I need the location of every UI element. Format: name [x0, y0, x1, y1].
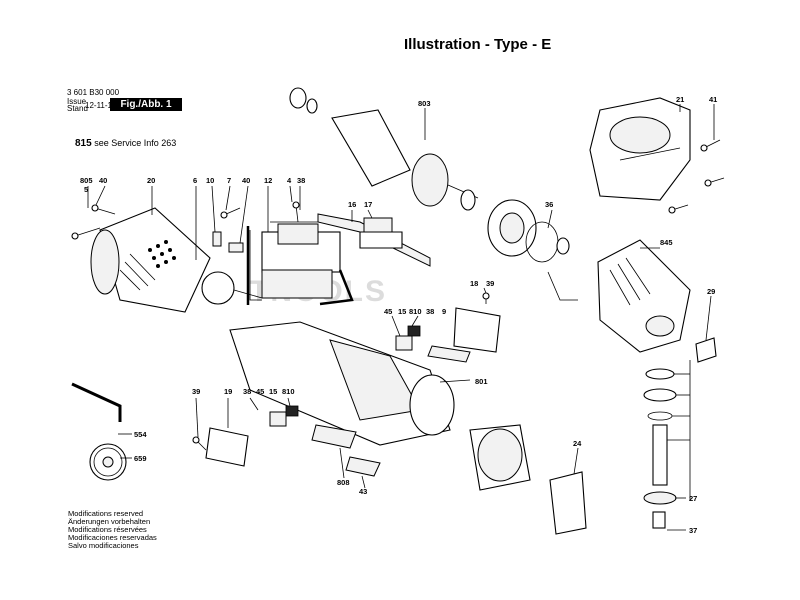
- rating-plate-part: [311, 424, 357, 449]
- screw-part: [192, 436, 207, 451]
- callout-label: 16: [348, 200, 356, 209]
- bearing-part: [201, 271, 263, 305]
- callout-label: 18: [470, 279, 478, 288]
- callout-label: 810: [409, 307, 422, 316]
- callout-label: 19: [224, 387, 232, 396]
- callout-label: 5: [84, 185, 88, 194]
- callout-label: 39: [486, 279, 494, 288]
- stand-label: Stand: [67, 104, 88, 113]
- callout-label: 7: [227, 176, 231, 185]
- callout-label: 801: [475, 377, 488, 386]
- callout-label: 38: [426, 307, 434, 316]
- mod-line: Änderungen vorbehalten: [68, 517, 151, 526]
- brush-cover-part: [453, 307, 501, 353]
- callout-label: 37: [689, 526, 697, 535]
- slide-switch-part: [317, 213, 431, 267]
- callout-label: 43: [359, 487, 367, 496]
- cover-part: [589, 97, 691, 201]
- carbon-brush-part: [285, 405, 299, 417]
- callout-label: 845: [660, 238, 673, 247]
- switch-module-part: [246, 221, 354, 306]
- callout-label: 9: [442, 307, 446, 316]
- pin-part: [212, 231, 222, 247]
- issue-date: 12-11-13: [85, 101, 117, 110]
- callout-label: 810: [282, 387, 295, 396]
- callout-label: 15: [269, 387, 277, 396]
- modifications-note: Modifications reserved Änderungen vorbeh…: [68, 510, 157, 550]
- screw-part: [482, 292, 490, 304]
- callout-label: 17: [364, 200, 372, 209]
- callout-label: 6: [193, 176, 197, 185]
- service-number: 815: [75, 138, 92, 149]
- mod-line: Salvo modificaciones: [68, 541, 139, 550]
- callout-label: 45: [256, 387, 264, 396]
- issue-label: Issue: [67, 97, 87, 106]
- accessory-disc-part: [89, 443, 127, 481]
- main-housing-part: [229, 321, 455, 446]
- screw-part: [668, 139, 725, 214]
- callout-label: 36: [545, 200, 553, 209]
- callout-label: 21: [676, 95, 684, 104]
- carbon-brush-part: [407, 325, 421, 337]
- callout-label: 27: [689, 494, 697, 503]
- brush-cover-part: [205, 427, 249, 467]
- spindle-assembly-part: [643, 368, 677, 529]
- screw-part: [292, 201, 300, 223]
- callout-label: 39: [192, 387, 200, 396]
- callout-label: 4: [287, 176, 292, 185]
- gear-assembly-part: [487, 199, 578, 301]
- brush-holder-part: [395, 335, 413, 351]
- callout-label: 40: [242, 176, 250, 185]
- service-text: see Service Info 263: [94, 138, 177, 148]
- callout-label: 805: [80, 176, 93, 185]
- gear-housing-part: [597, 239, 691, 353]
- callout-label: 45: [384, 307, 392, 316]
- callout-label: 24: [573, 439, 582, 448]
- mod-line: Modifications reserved: [68, 509, 144, 518]
- leader-lines: [87, 104, 715, 531]
- callout-labels: 805 5 40 20 6 10 7 40 12 4 38 16 17 803 …: [80, 95, 717, 535]
- mod-line: Modifications réservées: [68, 525, 147, 534]
- hex-key-part: [71, 382, 122, 422]
- figure-label: Fig./Abb. 1: [110, 98, 182, 111]
- mod-line: Modificaciones reservadas: [68, 533, 157, 542]
- callout-label: 808: [337, 478, 350, 487]
- callout-label: 803: [418, 99, 431, 108]
- label-part: [345, 456, 381, 477]
- callout-label: 12: [264, 176, 272, 185]
- callout-label: 40: [99, 176, 107, 185]
- stator-part: [469, 424, 587, 535]
- part-number: 3 601 B30 000: [67, 88, 120, 97]
- brush-holder-part: [269, 411, 287, 427]
- callout-label: 20: [147, 176, 155, 185]
- motor-housing-part: [90, 207, 211, 313]
- callout-label: 659: [134, 454, 147, 463]
- callout-label: 38: [297, 176, 305, 185]
- callout-label: 10: [206, 176, 214, 185]
- callout-label: 38: [243, 387, 251, 396]
- clip-part: [228, 242, 244, 253]
- screw-part: [220, 207, 241, 219]
- callout-label: 15: [398, 307, 406, 316]
- callout-label: 29: [707, 287, 715, 296]
- armature-part: [289, 87, 479, 211]
- clip-part: [695, 337, 717, 363]
- label-plate-part: [427, 345, 471, 363]
- screw-part: [71, 204, 116, 240]
- service-info: 815 see Service Info 263: [75, 138, 176, 149]
- callout-label: 554: [134, 430, 147, 439]
- diagram-title: Illustration - Type - E: [404, 36, 552, 53]
- callout-label: 41: [709, 95, 717, 104]
